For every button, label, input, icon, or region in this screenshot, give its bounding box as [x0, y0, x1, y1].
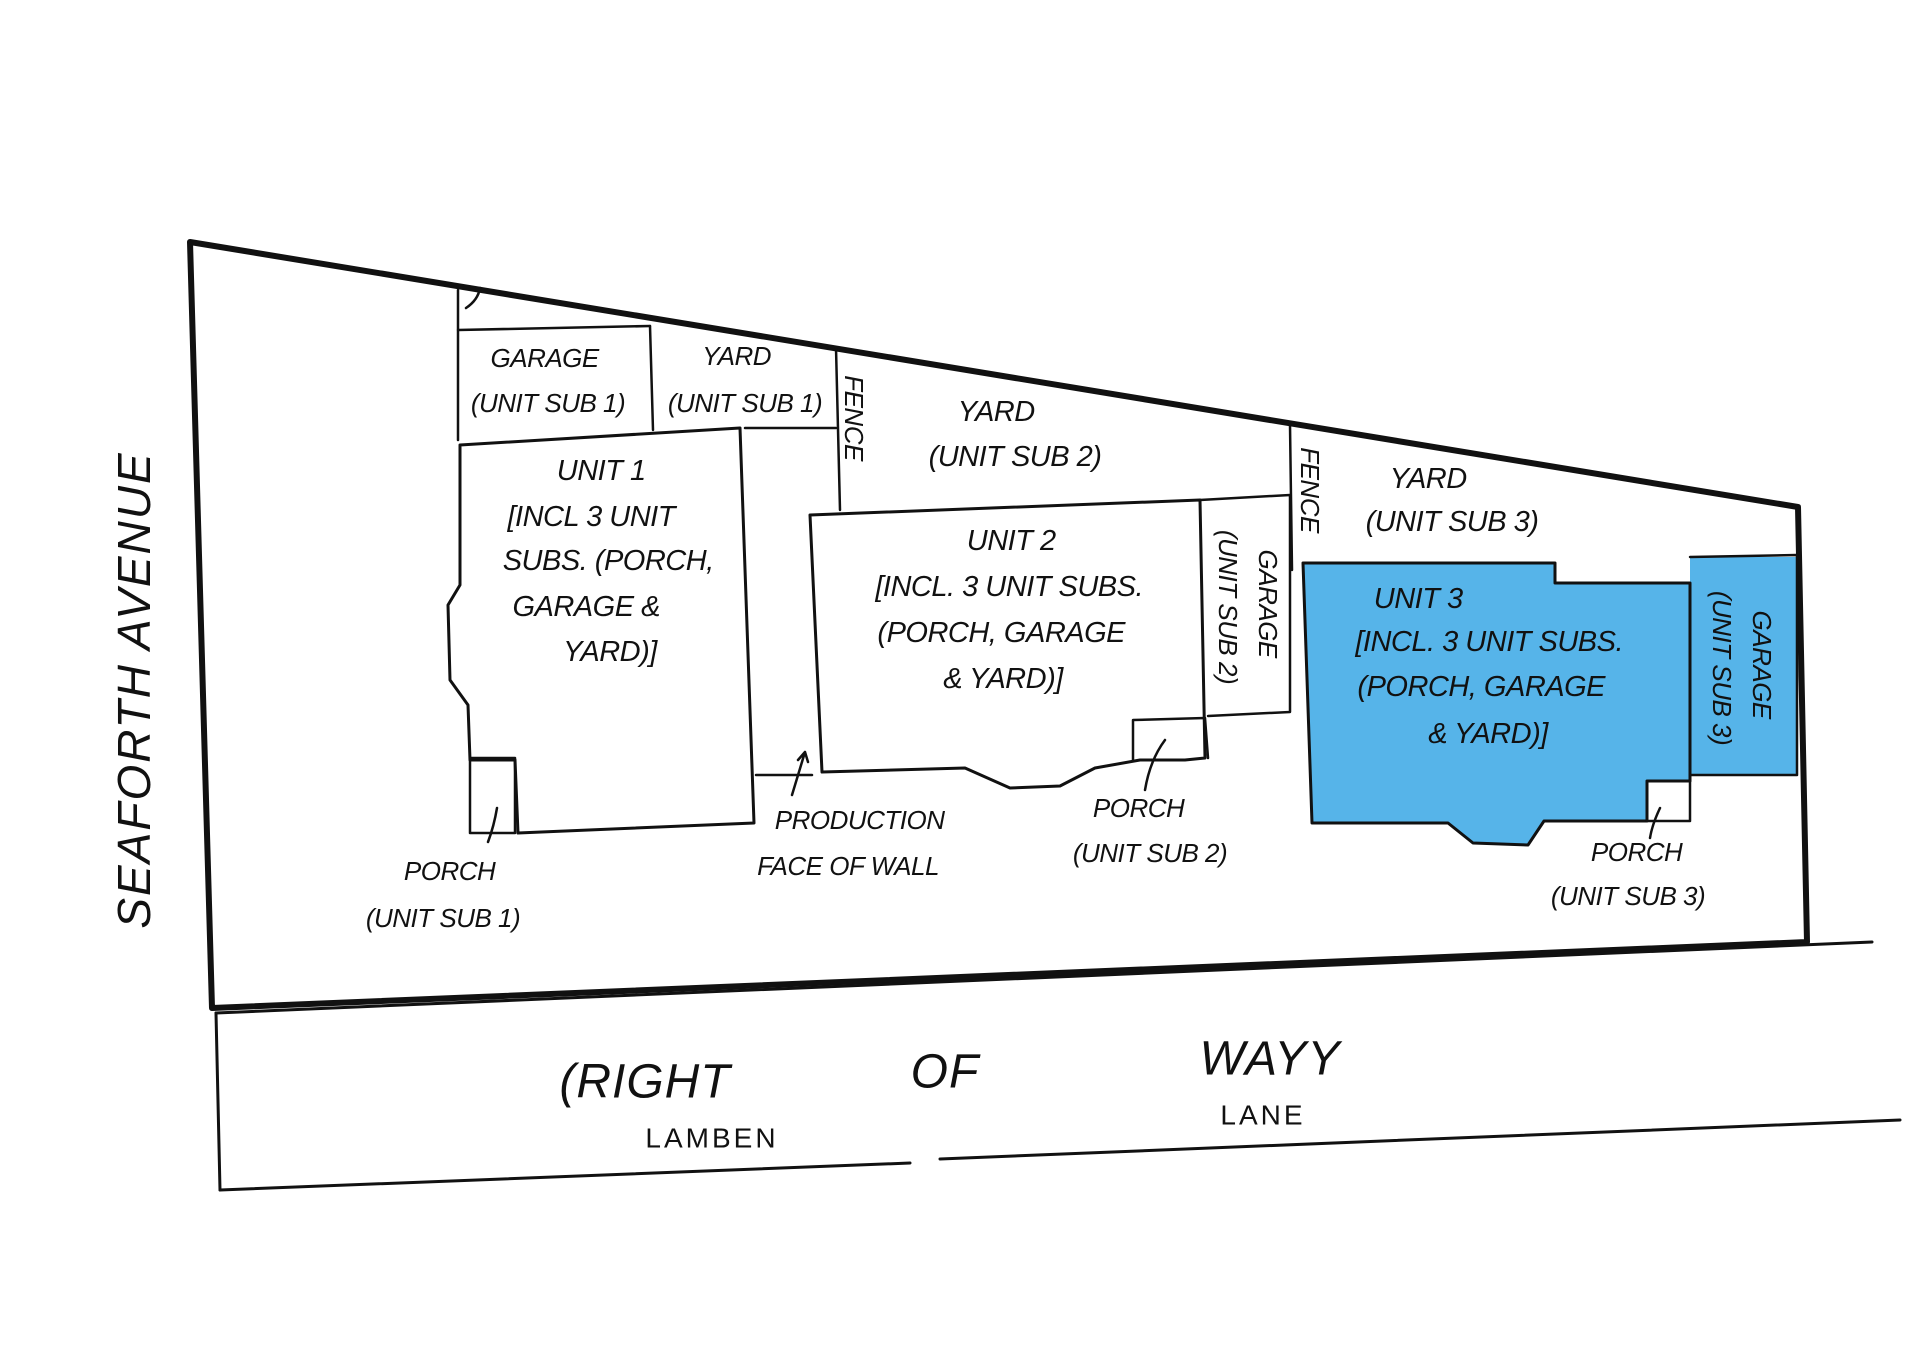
unit-2-line-3: (PORCH, GARAGE [877, 617, 1126, 649]
unit-2-line-4: & YARD)] [943, 663, 1064, 695]
unit-2-line-2: [INCL. 3 UNIT SUBS. [874, 571, 1143, 603]
porch-sub-2-label: PORCH (UNIT SUB 2) [1073, 793, 1227, 868]
unit-1-building [446, 426, 756, 835]
garage-sub-1-label: GARAGE (UNIT SUB 1) [471, 343, 625, 418]
unit-3-line-4: & YARD)] [1428, 718, 1549, 750]
porch-sub-3-title: PORCH [1591, 837, 1683, 867]
yard-sub-1-sub: (UNIT SUB 1) [668, 388, 822, 418]
garage-sub-2-sub: (UNIT SUB 2) [1213, 530, 1243, 684]
yard-sub-3-title: YARD [1390, 463, 1468, 495]
porch-3-leader [1648, 806, 1662, 840]
garage-sub-3-title: GARAGE [1747, 611, 1777, 720]
yard-sub-2-sub: (UNIT SUB 2) [929, 441, 1102, 473]
porch-sub-1-title: PORCH [404, 856, 496, 886]
production-face-of-wall-label: PRODUCTION FACE OF WALL [757, 805, 951, 881]
lane-lower-edge-right [938, 1118, 1902, 1161]
unit-1-label: UNIT 1 [INCL 3 UNIT SUBS. (PORCH, GARAGE… [503, 455, 722, 668]
production-line-2: FACE OF WALL [757, 851, 939, 881]
garage-sub-2-title: GARAGE [1253, 550, 1283, 659]
yard-sub-1-label: YARD (UNIT SUB 1) [668, 341, 822, 418]
unit-3-line-2: [INCL. 3 UNIT SUBS. [1354, 626, 1623, 658]
garage-sub-3-highlight [1690, 557, 1797, 775]
unit-1-title: UNIT 1 [557, 455, 646, 487]
lane-lower-edge-left [218, 1161, 912, 1192]
fence-2-label: FENCE [1295, 447, 1325, 534]
unit-2-building [808, 498, 1207, 790]
porch-sub-2-sub: (UNIT SUB 2) [1073, 838, 1227, 868]
unit-2-label: UNIT 2 [INCL. 3 UNIT SUBS. (PORCH, GARAG… [874, 525, 1150, 695]
porch-3-box [1645, 779, 1692, 823]
porch-sub-3-label: PORCH (UNIT SUB 3) [1551, 837, 1705, 911]
fence-2-line [1288, 423, 1294, 572]
porch-sub-1-label: PORCH (UNIT SUB 1) [366, 856, 520, 933]
porch-1-box [468, 756, 517, 835]
lane-word-lane: LANE [1220, 1099, 1305, 1130]
garage-2-outline [1198, 493, 1292, 718]
porch-sub-2-title: PORCH [1093, 793, 1185, 823]
porch-2-leader [1143, 738, 1167, 792]
porch-1-leader [486, 806, 499, 844]
yard-sub-3-label: YARD (UNIT SUB 3) [1366, 463, 1539, 538]
garage-1-top [456, 324, 652, 332]
porch-sub-1-sub: (UNIT SUB 1) [366, 903, 520, 933]
right-of-way-word-1: (RIGHT [559, 1056, 733, 1109]
garage-sub-3-sub: (UNIT SUB 3) [1707, 591, 1737, 745]
right-of-way-upper-edge [214, 940, 1874, 1015]
yard-sub-2-title: YARD [958, 396, 1036, 428]
garage-sub-3-label: GARAGE (UNIT SUB 3) [1707, 591, 1777, 745]
unit-3-label: UNIT 3 [INCL. 3 UNIT SUBS. (PORCH, GARAG… [1354, 583, 1630, 750]
unit-1-line-2: [INCL 3 UNIT [506, 501, 677, 533]
garage-1-divider [648, 324, 655, 432]
unit-1-line-4: GARAGE & [512, 591, 660, 623]
lot-boundary [187, 239, 1810, 1011]
unit-1-line-3: SUBS. (PORCH, [503, 545, 714, 577]
north-arrow-tick [464, 286, 482, 310]
right-of-way-word-2: OF [911, 1046, 981, 1099]
yard-sub-3-sub: (UNIT SUB 3) [1366, 506, 1539, 538]
yard-1-right-fence [834, 346, 842, 512]
production-arrow [790, 750, 810, 797]
yard-sub-1-title: YARD [702, 341, 771, 371]
garage-sub-1-sub: (UNIT SUB 1) [471, 388, 625, 418]
unit-3-line-3: (PORCH, GARAGE [1357, 671, 1606, 703]
seaforth-avenue-label: SEAFORTH AVENUE [108, 451, 160, 928]
lane-word-lamben: LAMBEN [645, 1122, 778, 1153]
garage-3-outline [1688, 553, 1799, 777]
right-of-way-left-edge [214, 1011, 222, 1192]
garage-sub-2-label: GARAGE (UNIT SUB 2) [1213, 530, 1283, 684]
porch-2-box [1131, 716, 1210, 762]
garage-sub-1-title: GARAGE [491, 343, 600, 373]
porch-sub-3-sub: (UNIT SUB 3) [1551, 881, 1705, 911]
unit-1-line-5: YARD)] [563, 636, 658, 668]
fence-1-label: FENCE [839, 375, 869, 462]
unit-3-highlight [1303, 563, 1690, 845]
unit-3-title: UNIT 3 [1374, 583, 1463, 615]
production-line-1: PRODUCTION [775, 805, 946, 835]
yard-sub-2-label: YARD (UNIT SUB 2) [929, 396, 1102, 473]
unit-2-title: UNIT 2 [967, 525, 1056, 557]
right-of-way-word-3: WAYY [1200, 1033, 1343, 1086]
